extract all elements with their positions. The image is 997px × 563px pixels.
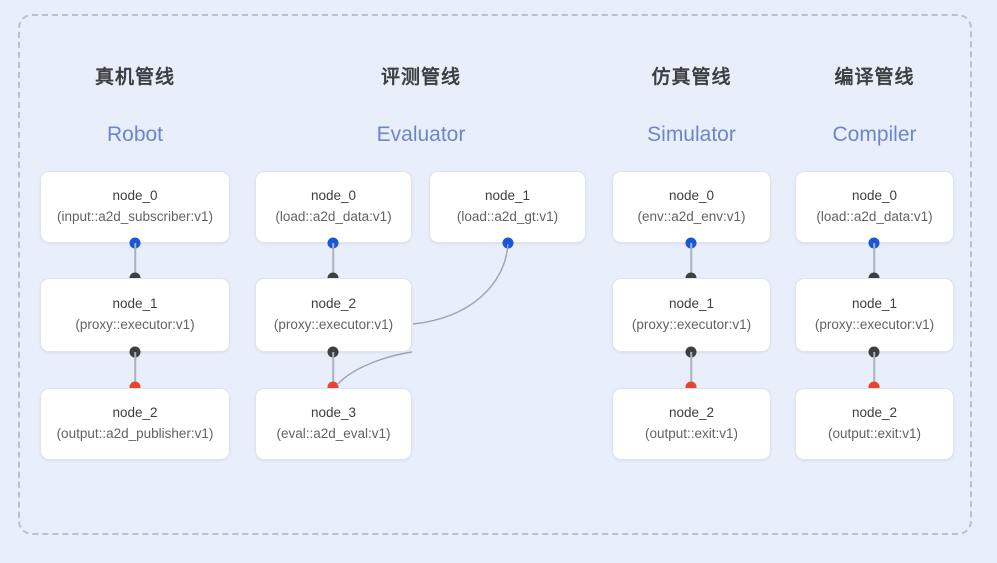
node-input-port[interactable] xyxy=(868,381,880,393)
node-type: (output::exit:v1) xyxy=(827,426,922,441)
column-title-en-robot: Robot xyxy=(106,123,164,146)
node-name: node_2 xyxy=(112,405,158,421)
node-box[interactable]: node_1 (proxy::executor:v1) xyxy=(795,278,954,352)
diagram-dashed-frame xyxy=(18,14,972,535)
node-name: node_1 xyxy=(851,296,898,312)
node-box[interactable]: node_3 (eval::a2d_eval:v1) xyxy=(255,388,412,460)
node-name: node_2 xyxy=(668,405,715,421)
node-input-port[interactable] xyxy=(327,381,339,393)
node-type: (env::a2d_env:v1) xyxy=(637,209,746,224)
node-box[interactable]: node_2 (output::a2d_publisher:v1) xyxy=(40,388,230,460)
node-box[interactable]: node_0 (load::a2d_data:v1) xyxy=(795,171,954,243)
node-name: node_0 xyxy=(851,188,898,204)
edge-connector xyxy=(134,243,136,278)
edge-connector xyxy=(332,243,334,278)
node-type: (load::a2d_data:v1) xyxy=(816,209,933,224)
node-box[interactable]: node_2 (proxy::executor:v1) xyxy=(255,278,412,352)
column-title-cn-robot: 真机管线 xyxy=(94,67,175,88)
node-name: node_2 xyxy=(310,296,357,312)
column-title-en-compiler: Compiler xyxy=(832,123,917,146)
node-type: (output::exit:v1) xyxy=(644,426,739,441)
edge-connector xyxy=(873,243,875,278)
node-name: node_1 xyxy=(112,296,158,312)
node-output-port[interactable] xyxy=(502,237,514,249)
node-type: (proxy::executor:v1) xyxy=(75,317,195,332)
edge-connector xyxy=(690,243,692,278)
edge-connector xyxy=(873,352,875,387)
node-input-port[interactable] xyxy=(685,381,697,393)
node-box[interactable]: node_2 (output::exit:v1) xyxy=(612,388,771,460)
node-name: node_1 xyxy=(484,188,531,204)
node-type: (proxy::executor:v1) xyxy=(631,317,752,332)
node-box[interactable]: node_2 (output::exit:v1) xyxy=(795,388,954,460)
column-title-en-simulator: Simulator xyxy=(647,123,736,146)
node-name: node_0 xyxy=(668,188,715,204)
node-name: node_0 xyxy=(112,188,158,204)
node-type: (proxy::executor:v1) xyxy=(273,317,394,332)
node-input-port[interactable] xyxy=(129,381,141,393)
edge-connector xyxy=(134,352,136,387)
node-type: (load::a2d_data:v1) xyxy=(275,209,392,224)
node-type: (load::a2d_gt:v1) xyxy=(456,209,559,224)
node-type: (input::a2d_subscriber:v1) xyxy=(56,209,214,224)
node-name: node_1 xyxy=(668,296,715,312)
edge-connector xyxy=(332,352,334,387)
node-box[interactable]: node_0 (env::a2d_env:v1) xyxy=(612,171,771,243)
node-box[interactable]: node_0 (load::a2d_data:v1) xyxy=(255,171,412,243)
node-type: (eval::a2d_eval:v1) xyxy=(276,426,391,441)
column-title-en-evaluator: Evaluator xyxy=(376,123,466,146)
node-box[interactable]: node_0 (input::a2d_subscriber:v1) xyxy=(40,171,230,243)
node-box[interactable]: node_1 (proxy::executor:v1) xyxy=(612,278,771,352)
node-box[interactable]: node_1 (proxy::executor:v1) xyxy=(40,278,230,352)
node-type: (output::a2d_publisher:v1) xyxy=(56,426,214,441)
node-type: (proxy::executor:v1) xyxy=(814,317,935,332)
node-name: node_2 xyxy=(851,405,898,421)
node-box[interactable]: node_1 (load::a2d_gt:v1) xyxy=(429,171,586,243)
node-name: node_0 xyxy=(310,188,357,204)
column-title-cn-compiler: 编译管线 xyxy=(834,67,915,88)
column-title-cn-evaluator: 评测管线 xyxy=(380,67,461,88)
column-title-cn-simulator: 仿真管线 xyxy=(651,67,732,88)
node-name: node_3 xyxy=(310,405,357,421)
edge-connector xyxy=(690,352,692,387)
